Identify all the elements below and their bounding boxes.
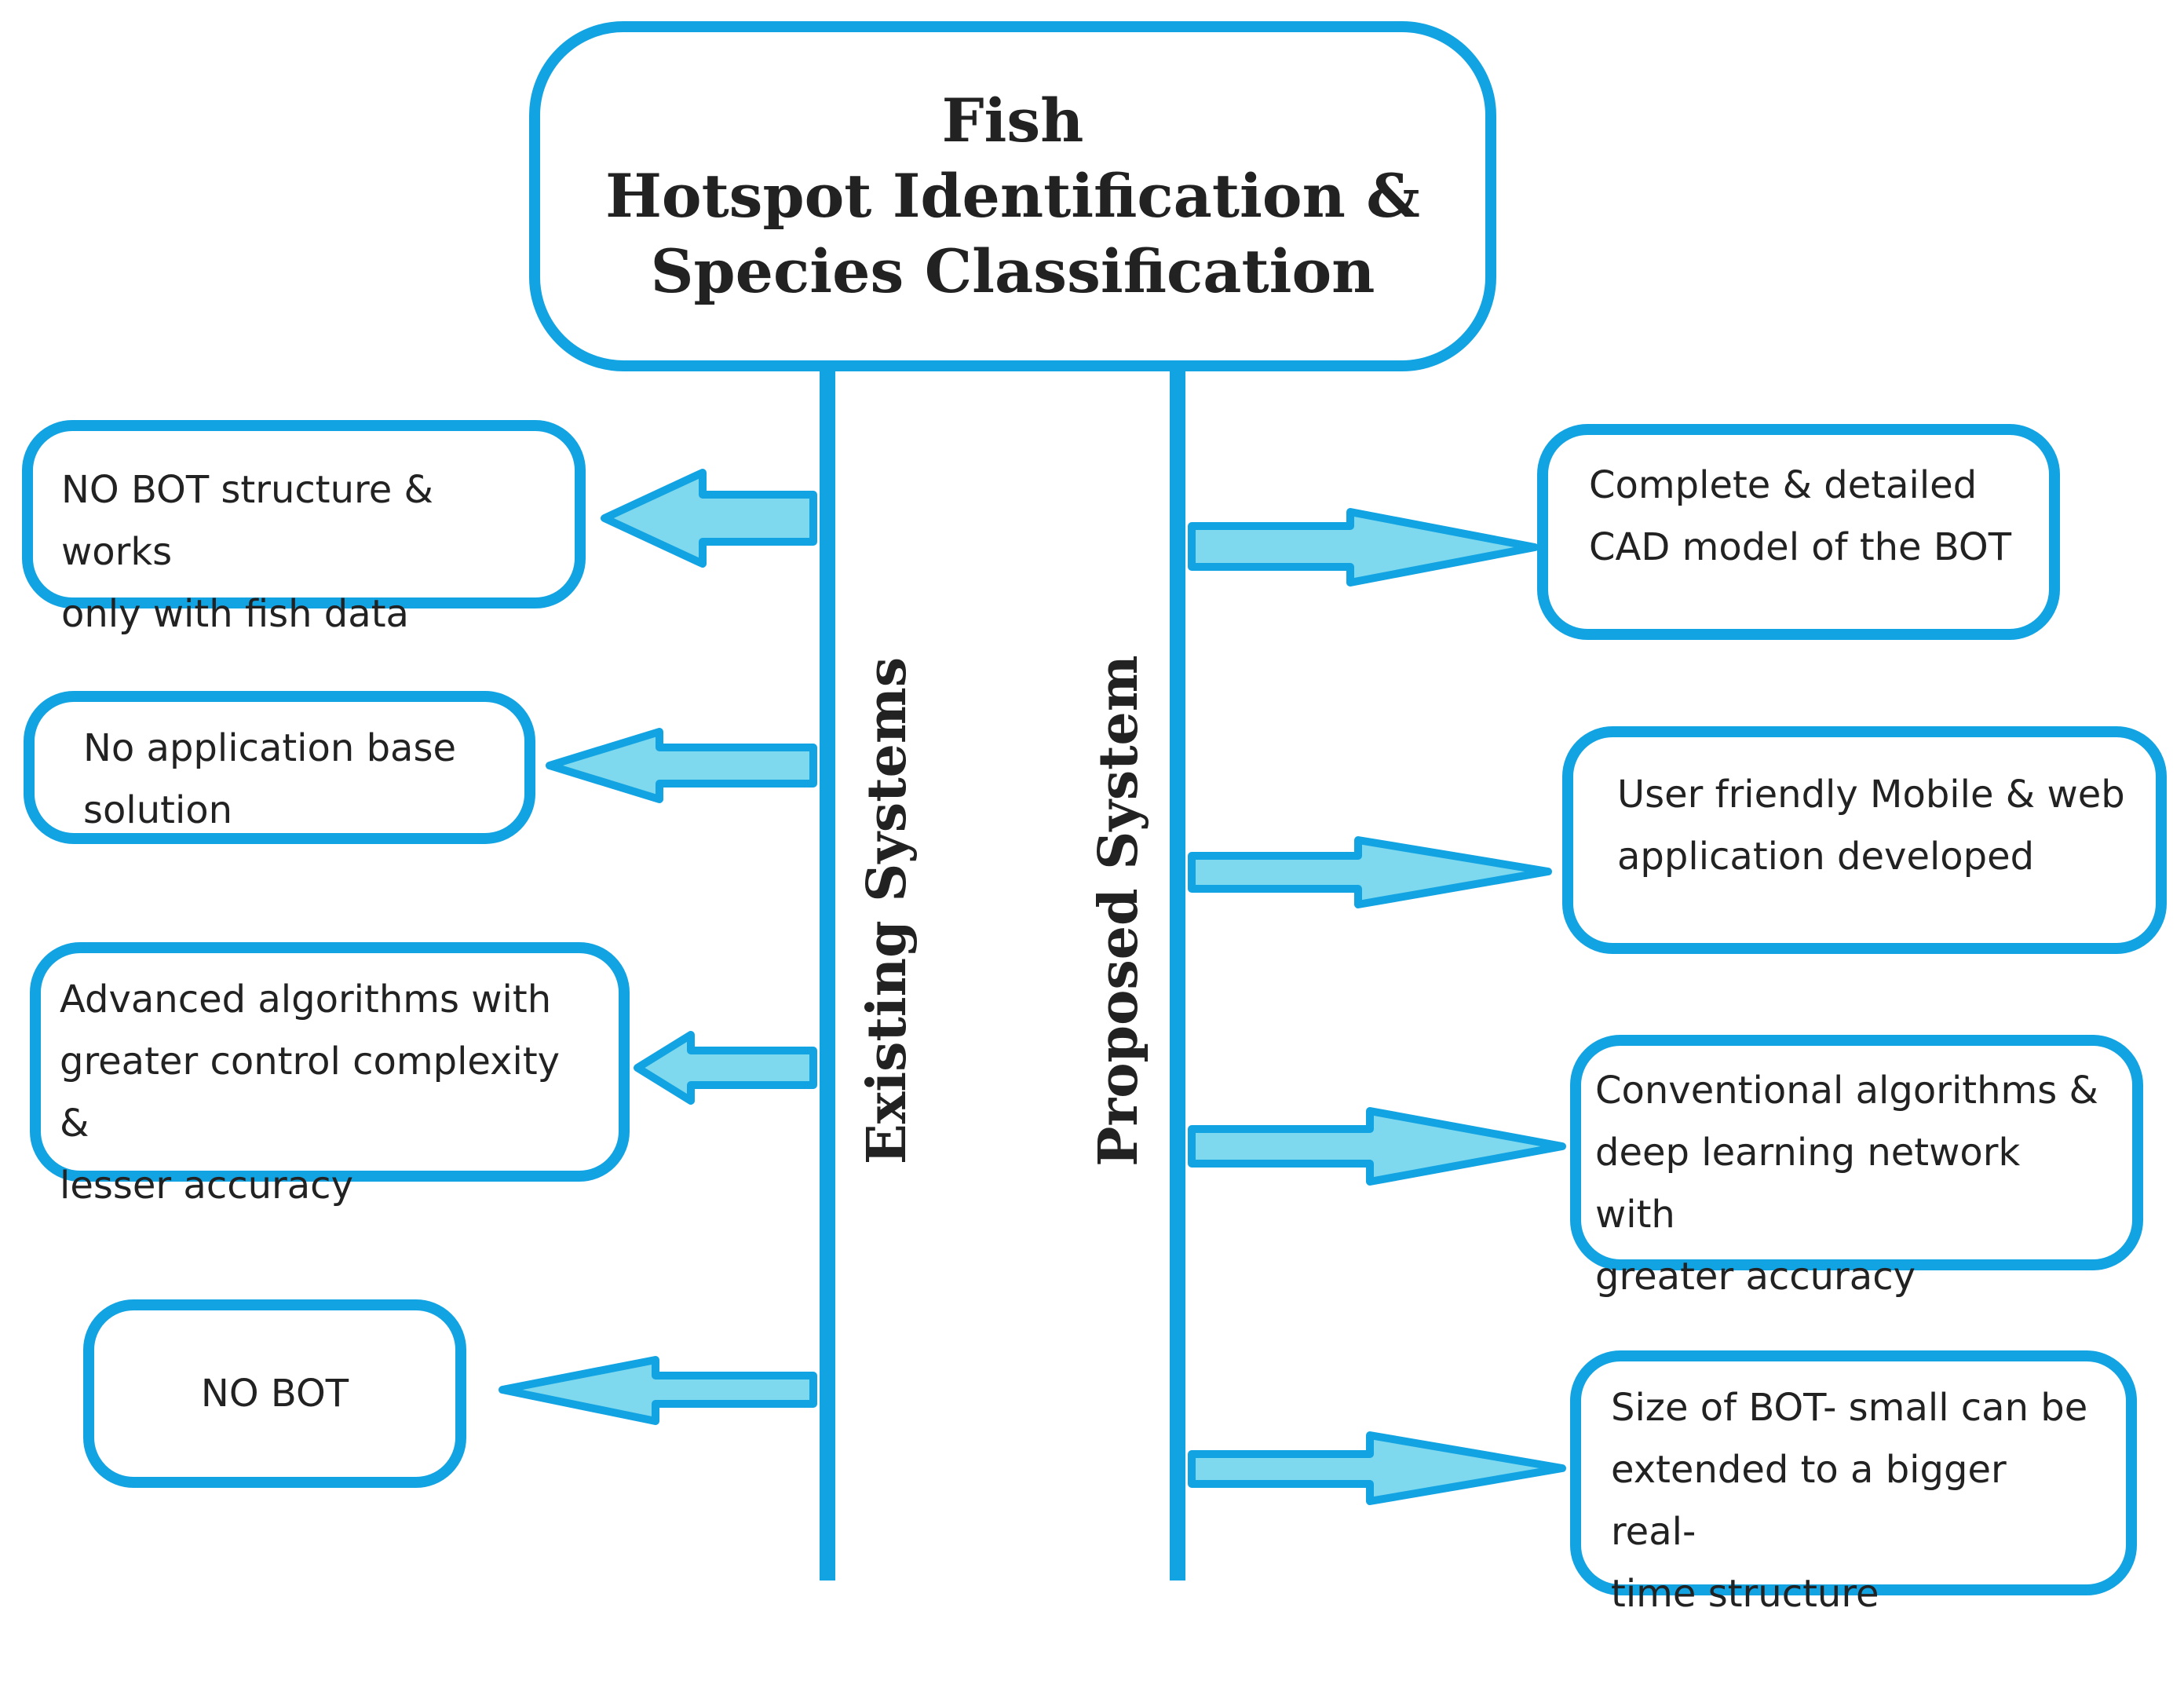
- proposed-box-2: User friendly Mobile & web application d…: [1562, 726, 2167, 954]
- box-text-line: solution: [83, 788, 233, 832]
- arrow-existing-3: [634, 1031, 817, 1105]
- title-line: Hotspot Identification &: [605, 161, 1420, 231]
- box-text-line: greater accuracy: [1595, 1255, 1916, 1299]
- proposed-box-1: Complete & detailed CAD model of the BOT: [1537, 424, 2060, 640]
- proposed-box-3: Conventional algorithms & deep learning …: [1570, 1035, 2143, 1299]
- box-text-line: User friendly Mobile & web: [1617, 773, 2125, 817]
- arrow-proposed-2: [1188, 836, 1552, 908]
- box-text-line: Size of BOT- small can be: [1611, 1386, 2088, 1430]
- proposed-box-4: Size of BOT- small can be extended to a …: [1570, 1350, 2137, 1616]
- box-text-line: NO BOT: [200, 1371, 349, 1416]
- box-text-line: greater control complexity &: [60, 1040, 561, 1146]
- box-text-line: time structure: [1611, 1572, 1879, 1616]
- proposed-trunk-line: [1170, 371, 1185, 1581]
- existing-systems-label: Existing Systems: [856, 656, 919, 1165]
- arrow-proposed-1: [1188, 508, 1539, 587]
- title-line: Species Classification: [650, 236, 1375, 306]
- box-text-line: lesser accuracy: [60, 1164, 353, 1208]
- title-box: Fish Hotspot Identification & Species Cl…: [529, 21, 1496, 371]
- arrow-existing-2: [546, 728, 817, 803]
- existing-box-2: No application base solution: [24, 691, 535, 844]
- existing-box-1: NO BOT structure & works only with fish …: [22, 420, 586, 636]
- box-text-line: No application base: [83, 726, 456, 770]
- existing-trunk-line: [820, 371, 835, 1581]
- arrow-existing-1: [601, 469, 817, 568]
- box-text-line: Conventional algorithms &: [1595, 1069, 2098, 1113]
- arrow-existing-4: [499, 1356, 817, 1425]
- box-text-line: Complete & detailed: [1589, 463, 1978, 507]
- existing-box-3: Advanced algorithms with greater control…: [30, 942, 630, 1208]
- arrow-proposed-4: [1188, 1431, 1566, 1505]
- existing-box-4: NO BOT: [83, 1299, 466, 1488]
- title-line: Fish: [941, 86, 1084, 155]
- proposed-system-label: Proposed System: [1087, 655, 1150, 1167]
- box-text-line: Advanced algorithms with: [60, 978, 552, 1021]
- arrow-proposed-3: [1188, 1107, 1566, 1186]
- box-text-line: deep learning network with: [1595, 1131, 2021, 1237]
- box-text-line: application developed: [1617, 835, 2035, 879]
- box-text-line: CAD model of the BOT: [1589, 525, 2012, 569]
- box-text-line: extended to a bigger real-: [1611, 1448, 2007, 1554]
- box-text-line: NO BOT structure & works: [61, 468, 433, 574]
- box-text-line: only with fish data: [61, 592, 409, 636]
